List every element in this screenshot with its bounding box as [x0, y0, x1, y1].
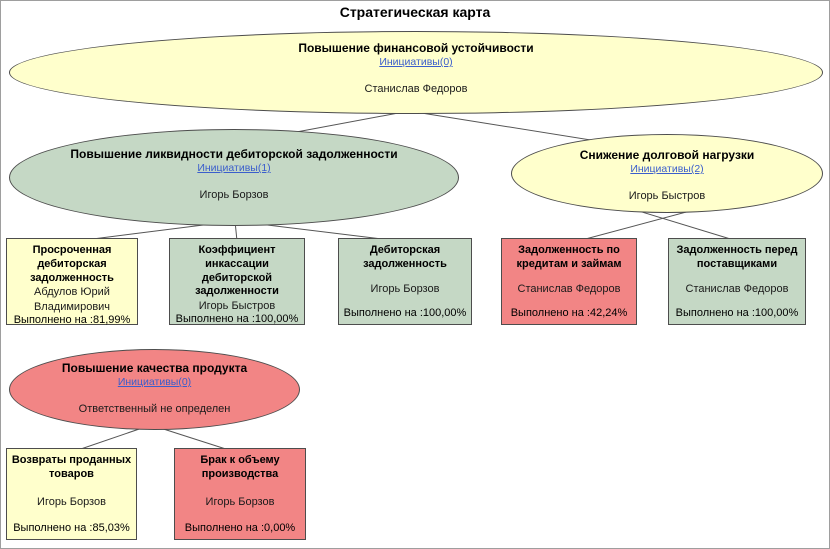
indicator-title: Коэффициент инкассации дебиторской задол… [195, 244, 279, 298]
indicator-overdue-receivables[interactable]: Просроченная дебиторская задолженность А… [6, 238, 138, 326]
indicator-title: Задолженность по кредитам и займам [516, 244, 622, 270]
indicator-owner: Станислав Федоров [517, 283, 621, 296]
goal-owner: Ответственный не определен [78, 402, 231, 415]
indicator-owner: Игорь Борзов [205, 495, 275, 508]
indicator-title: Брак к объему производства [200, 454, 280, 480]
goal-owner: Станислав Федоров [364, 82, 468, 95]
indicator-progress: Выполнено на :100,00% [343, 306, 467, 319]
indicator-title: Возвраты проданных товаров [11, 454, 132, 480]
goal-title: Повышение финансовой устойчивости [298, 41, 534, 55]
goal-receivables-liquidity[interactable]: Повышение ликвидности дебиторской задолж… [9, 129, 459, 226]
indicator-owner: Станислав Федоров [685, 283, 789, 296]
connector-line [290, 110, 410, 134]
goal-debt-reduction[interactable]: Снижение долговой нагрузки Инициативы(2)… [511, 134, 823, 213]
goal-title: Повышение качества продукта [61, 361, 248, 375]
indicator-owner: Игорь Быстров [198, 300, 276, 312]
initiatives-link[interactable]: Инициативы(2) [630, 163, 704, 175]
indicator-progress: Выполнено на :42,24% [510, 306, 628, 319]
goal-title: Повышение ликвидности дебиторской задолж… [70, 147, 398, 161]
indicator-progress: Выполнено на :0,00% [184, 521, 296, 534]
goal-owner: Игорь Борзов [199, 188, 269, 201]
indicator-collection-ratio[interactable]: Коэффициент инкассации дебиторской задол… [169, 238, 305, 325]
goal-title: Снижение долговой нагрузки [579, 148, 755, 162]
indicator-receivables[interactable]: Дебиторская задолженность Игорь Борзов В… [338, 238, 472, 325]
page-title: Стратегическая карта [339, 4, 491, 20]
indicator-suppliers-debt[interactable]: Задолженность перед поставщиками Станисл… [668, 238, 806, 325]
indicator-owner: Игорь Борзов [37, 495, 106, 508]
indicator-title: Задолженность перед поставщиками [676, 244, 798, 270]
indicator-sales-returns[interactable]: Возвраты проданных товаров Игорь Борзов … [6, 448, 137, 540]
indicator-title: Просроченная дебиторская задолженность [30, 244, 114, 284]
indicator-production-defects[interactable]: Брак к объему производства Игорь Борзов … [174, 448, 306, 540]
goal-product-quality[interactable]: Повышение качества продукта Инициативы(0… [9, 349, 300, 430]
goal-owner: Игорь Быстров [628, 189, 706, 202]
indicator-progress: Выполнено на :81,99% [13, 313, 131, 326]
initiatives-link[interactable]: Инициативы(1) [197, 162, 271, 174]
goal-financial-stability[interactable]: Повышение финансовой устойчивости Инициа… [9, 31, 823, 114]
indicator-progress: Выполнено на :85,03% [13, 521, 130, 534]
indicator-progress: Выполнено на :100,00% [675, 306, 799, 319]
indicator-loans-debt[interactable]: Задолженность по кредитам и займам Стани… [501, 238, 637, 325]
indicator-title: Дебиторская задолженность [363, 244, 447, 270]
initiatives-link[interactable]: Инициативы(0) [379, 56, 453, 68]
indicator-owner: Игорь Борзов [370, 283, 440, 296]
indicator-owner: Абдулов Юрий Владимирович [33, 286, 111, 313]
indicator-progress: Выполнено на :100,00% [175, 313, 299, 326]
initiatives-link[interactable]: Инициативы(0) [117, 376, 192, 388]
